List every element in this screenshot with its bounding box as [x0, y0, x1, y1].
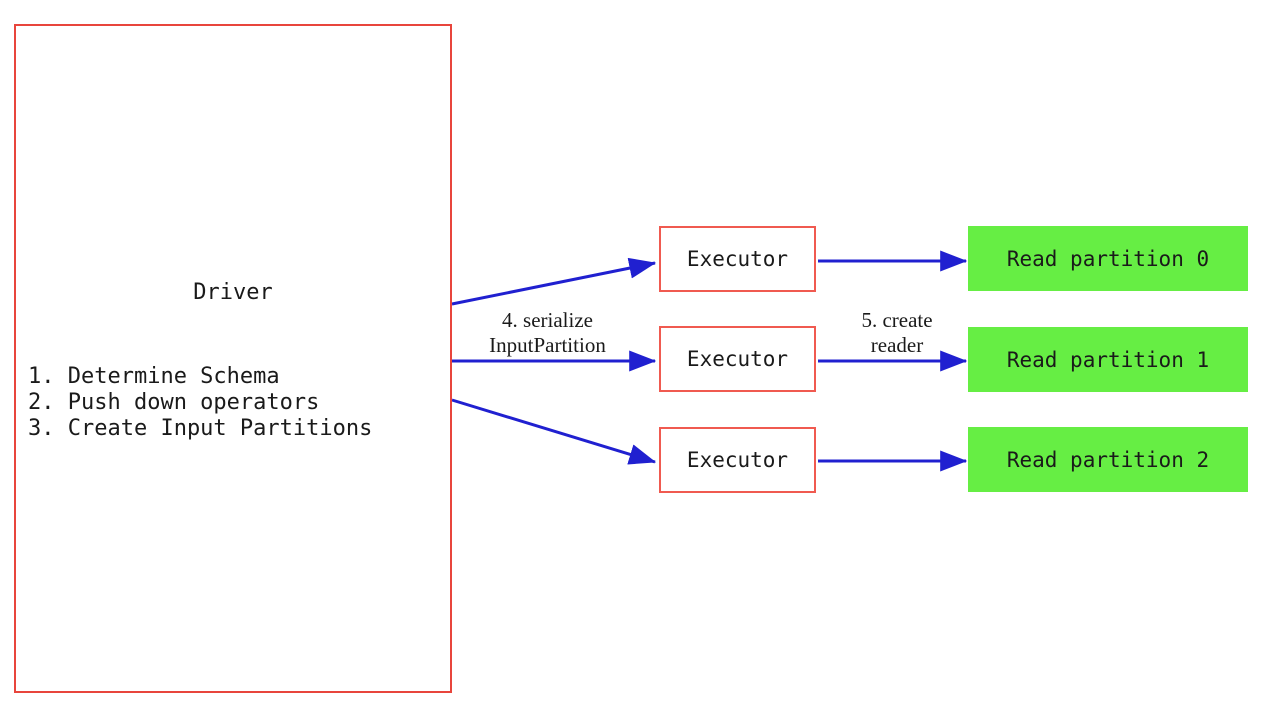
edge-label-create-reader: 5. create reader	[861, 308, 933, 357]
edge-label-serialize-input-partition: 4. serialize InputPartition	[489, 308, 606, 357]
read-partition-label-2: Read partition 2	[1006, 447, 1210, 472]
driver-box: Driver 1. Determine Schema 2. Push down …	[14, 24, 452, 693]
executor-label-1: Executor	[686, 347, 789, 371]
executor-box-0: Executor	[659, 226, 816, 292]
driver-step-1: 1. Determine Schema	[28, 364, 280, 389]
read-partition-box-2: Read partition 2	[968, 427, 1248, 492]
driver-step-2: 2. Push down operators	[28, 390, 320, 415]
read-partition-label-1: Read partition 1	[1006, 347, 1210, 372]
read-partition-box-0: Read partition 0	[968, 226, 1248, 291]
edge-driver-to-executor-0	[451, 257, 657, 306]
executor-label-2: Executor	[686, 448, 789, 472]
read-partition-box-1: Read partition 1	[968, 327, 1248, 392]
read-partition-label-0: Read partition 0	[1006, 246, 1210, 271]
executor-box-1: Executor	[659, 326, 816, 392]
edge-driver-to-executor-2	[451, 398, 657, 465]
driver-step-3: 3. Create Input Partitions	[28, 416, 373, 441]
executor-label-0: Executor	[686, 247, 789, 271]
executor-box-2: Executor	[659, 427, 816, 493]
driver-title: Driver	[193, 280, 273, 305]
driver-step-list: 1. Determine Schema 2. Push down operato…	[28, 364, 372, 442]
